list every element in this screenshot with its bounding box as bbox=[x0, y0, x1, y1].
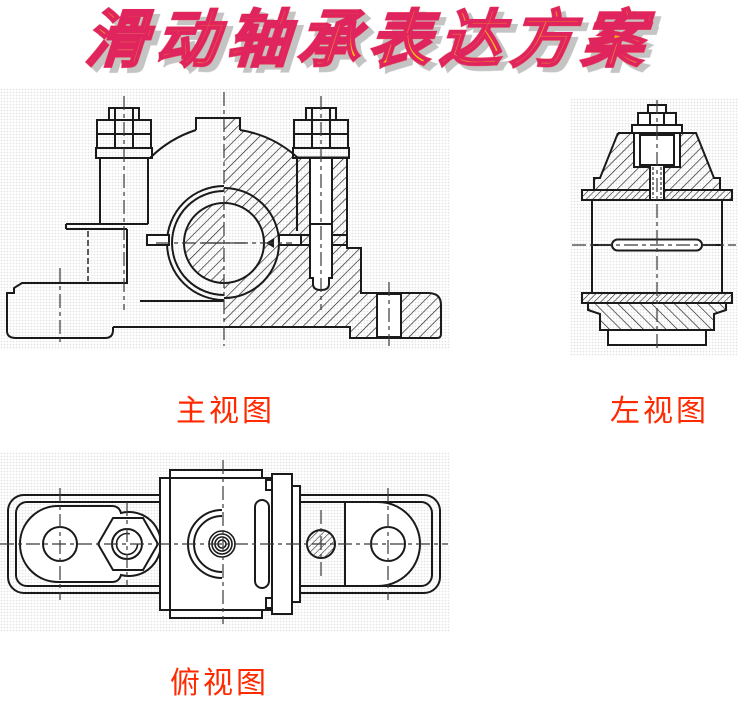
front-view-label: 主视图 bbox=[176, 395, 275, 428]
top-view-drawing bbox=[0, 452, 450, 632]
bolt-boss-left bbox=[65, 158, 149, 230]
page-title: 滑动轴承表达方案 bbox=[81, 0, 656, 80]
top-oil-boss bbox=[195, 117, 241, 130]
band-tab-top bbox=[265, 479, 273, 491]
base-block bbox=[587, 302, 727, 331]
thread-lines bbox=[652, 167, 662, 198]
cap-dome-left bbox=[149, 129, 197, 159]
cap-step-bottom bbox=[169, 609, 263, 619]
shell-seat-left bbox=[146, 234, 170, 246]
left-detail-lines bbox=[592, 113, 722, 246]
cap-step-top bbox=[169, 469, 263, 479]
left-view-label: 左视图 bbox=[610, 395, 709, 428]
left-centerlines bbox=[572, 100, 736, 352]
left-view-drawing bbox=[570, 98, 738, 356]
bolt-boss-right-lines bbox=[296, 158, 347, 246]
base-left-outline bbox=[6, 229, 128, 339]
front-view-drawing bbox=[0, 88, 450, 350]
top-centerlines bbox=[0, 460, 448, 624]
front-centerlines bbox=[59, 92, 390, 346]
shell-seat-right bbox=[278, 234, 302, 246]
base-right-outline bbox=[113, 156, 442, 339]
top-view-label: 俯视图 bbox=[170, 667, 269, 700]
band-tab-bottom bbox=[265, 597, 273, 609]
